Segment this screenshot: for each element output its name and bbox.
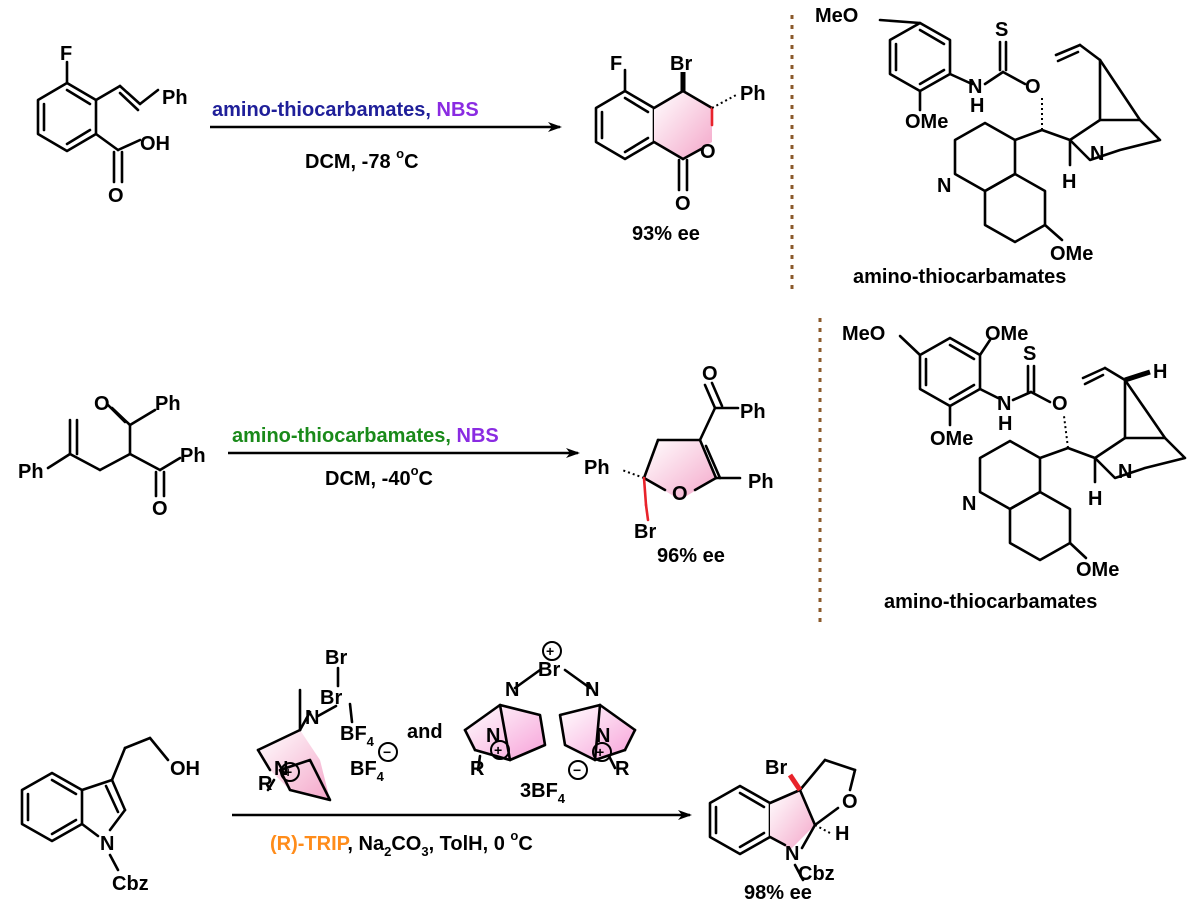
cat2-methoxy-left: MeO <box>842 323 885 345</box>
catalyst2-structure: MeO OMe S N H O OMe N OMe N H H <box>842 323 1187 581</box>
svg-text:+: + <box>284 764 292 780</box>
cat2-amide-hydrogen: H <box>998 413 1012 435</box>
r3-reagent2-counterion: 3BF4 <box>520 780 566 806</box>
r3-trip-label: (R)-TRIP <box>270 833 350 855</box>
cat1-methoxy-ortho: OMe <box>905 111 948 133</box>
r3-reagent2-bromine: Br <box>538 659 560 681</box>
reaction2-conditions: DCM, -40oC <box>325 463 433 490</box>
r3-reagent1-bromine-top: Br <box>325 647 347 669</box>
r2-catalyst-label: amino-thiocarbamates <box>232 425 445 447</box>
r1-nbs-label: NBS <box>437 99 479 121</box>
r1-prod-fluorine: F <box>610 53 622 75</box>
r3-reagent2-nitrogen-top-right: N <box>585 679 599 701</box>
reaction2-ee: 96% ee <box>657 545 725 567</box>
cat2-quinuclidine-nitrogen: N <box>1118 461 1132 483</box>
r1-prod-bromine: Br <box>670 53 692 75</box>
r3-prod-cbz: Cbz <box>798 863 835 885</box>
cat1-ester-oxygen: O <box>1025 76 1041 98</box>
cat2-quinoline-nitrogen: N <box>962 493 976 515</box>
reaction2-product: O O Ph Ph Ph Br <box>584 363 774 543</box>
r3-reagent1-bf-b: BF4 <box>350 758 385 784</box>
reaction2-reagents: amino-thiocarbamates, NBS <box>232 425 499 447</box>
cat2-vinyl-hydrogen: H <box>1153 361 1167 383</box>
r3-and-label: and <box>407 721 443 743</box>
cat1-methoxy-quinoline: OMe <box>1050 243 1093 265</box>
r3-prod-ring-oxygen: O <box>842 791 858 813</box>
r1-catalyst-label: amino-thiocarbamates <box>212 99 425 121</box>
r3-reagent1-nitrogen-top: N <box>305 707 319 729</box>
svg-text:+: + <box>596 744 604 760</box>
r1-sm-carbonyl-oxygen: O <box>108 185 124 207</box>
reaction1-ee: 93% ee <box>632 223 700 245</box>
cat2-methoxy-quinoline: OMe <box>1076 559 1119 581</box>
cat1-sulfur: S <box>995 19 1008 41</box>
reaction3-ee: 98% ee <box>744 882 812 904</box>
r1-prod-phenyl: Ph <box>740 83 766 105</box>
r1-sm-phenyl: Ph <box>162 87 188 109</box>
svg-text:+: + <box>546 643 554 659</box>
r1-prod-carbonyl-oxygen: O <box>675 193 691 215</box>
svg-text:+: + <box>494 742 502 758</box>
reaction2-starting-material: Ph O Ph Ph O <box>18 393 206 520</box>
cat1-amide-nitrogen: N <box>968 76 982 98</box>
r2-sm-oxygen-bottom: O <box>152 498 168 520</box>
reaction3-product: N O Br H Cbz <box>708 757 858 885</box>
cat2-ester-oxygen: O <box>1052 393 1068 415</box>
cat1-amide-hydrogen: H <box>970 95 984 117</box>
cat1-methoxy-top: MeO <box>815 5 858 27</box>
reaction3-reagent2: N N + R Br + N N + R 3BF4 − <box>463 641 637 806</box>
r1-prod-ring-oxygen: O <box>700 141 716 163</box>
reaction1-product: F Br Ph O O <box>594 53 766 215</box>
cat2-sulfur: S <box>1023 343 1036 365</box>
r2-prod-carbonyl-oxygen: O <box>702 363 718 385</box>
svg-text:−: − <box>383 744 391 760</box>
r3-reagent1-bf-a: BF4 <box>340 723 375 749</box>
r2-prod-bromine: Br <box>634 521 656 543</box>
catalyst1-name: amino-thiocarbamates <box>853 266 1066 288</box>
r3-reagent2-r-left: R <box>470 758 485 780</box>
r3-sm-cbz: Cbz <box>112 873 149 895</box>
r3-reagent2-nitrogen-bottom-right: N <box>596 725 610 747</box>
catalyst1-structure: MeO S N H O OMe N OMe N H <box>815 5 1162 265</box>
reaction3-starting-material: N OH Cbz <box>20 736 200 895</box>
r2-prod-quaternary-phenyl: Ph <box>584 457 610 479</box>
cat2-methoxy-ortho: OMe <box>930 428 973 450</box>
r2-sm-phenyl-bottom: Ph <box>180 445 206 467</box>
cat1-quinoline-nitrogen: N <box>937 175 951 197</box>
r2-sm-phenyl-vinyl: Ph <box>18 461 44 483</box>
r2-sm-phenyl-top: Ph <box>155 393 181 415</box>
cat2-amide-nitrogen: N <box>997 393 1011 415</box>
r2-prod-benzoyl-phenyl: Ph <box>740 401 766 423</box>
r3-prod-hydrogen: H <box>835 823 849 845</box>
r3-sm-indole-nitrogen: N <box>100 833 114 855</box>
catalyst2-name: amino-thiocarbamates <box>884 591 1097 613</box>
r1-sm-fluorine: F <box>60 43 72 65</box>
r2-prod-vinyl-phenyl: Ph <box>748 471 774 493</box>
r3-prod-bromine: Br <box>765 757 787 779</box>
svg-text:−: − <box>573 762 581 778</box>
r2-prod-ring-oxygen: O <box>672 483 688 505</box>
r3-prod-nitrogen: N <box>785 843 799 865</box>
cat1-quinuclidine-nitrogen: N <box>1090 143 1104 165</box>
reaction1-starting-material: F Ph OH O <box>36 43 188 207</box>
r3-reagent1-r-group: R <box>258 773 273 795</box>
reaction3-conditions: (R)-TRIP, Na2CO3, TolH, 0 oC <box>270 828 533 859</box>
r3-reagent2-r-right: R <box>615 758 630 780</box>
r3-reagent1-bromine-mid: Br <box>320 687 342 709</box>
reaction3-reagent1: Br Br N BF4 N + R BF4 − <box>256 647 398 802</box>
cat2-bridgehead-hydrogen: H <box>1088 488 1102 510</box>
cat2-methoxy-right: OMe <box>985 323 1028 345</box>
r2-sm-oxygen-top: O <box>94 393 110 415</box>
reaction1-conditions: DCM, -78 oC <box>305 146 419 173</box>
r2-nbs-label: NBS <box>457 425 499 447</box>
cat1-bridgehead-hydrogen: H <box>1062 171 1076 193</box>
r1-sm-hydroxyl: OH <box>140 133 170 155</box>
reaction1-reagents: amino-thiocarbamates, NBS <box>212 99 479 121</box>
r3-reagent2-nitrogen-top-left: N <box>505 679 519 701</box>
r3-sm-hydroxyl: OH <box>170 758 200 780</box>
